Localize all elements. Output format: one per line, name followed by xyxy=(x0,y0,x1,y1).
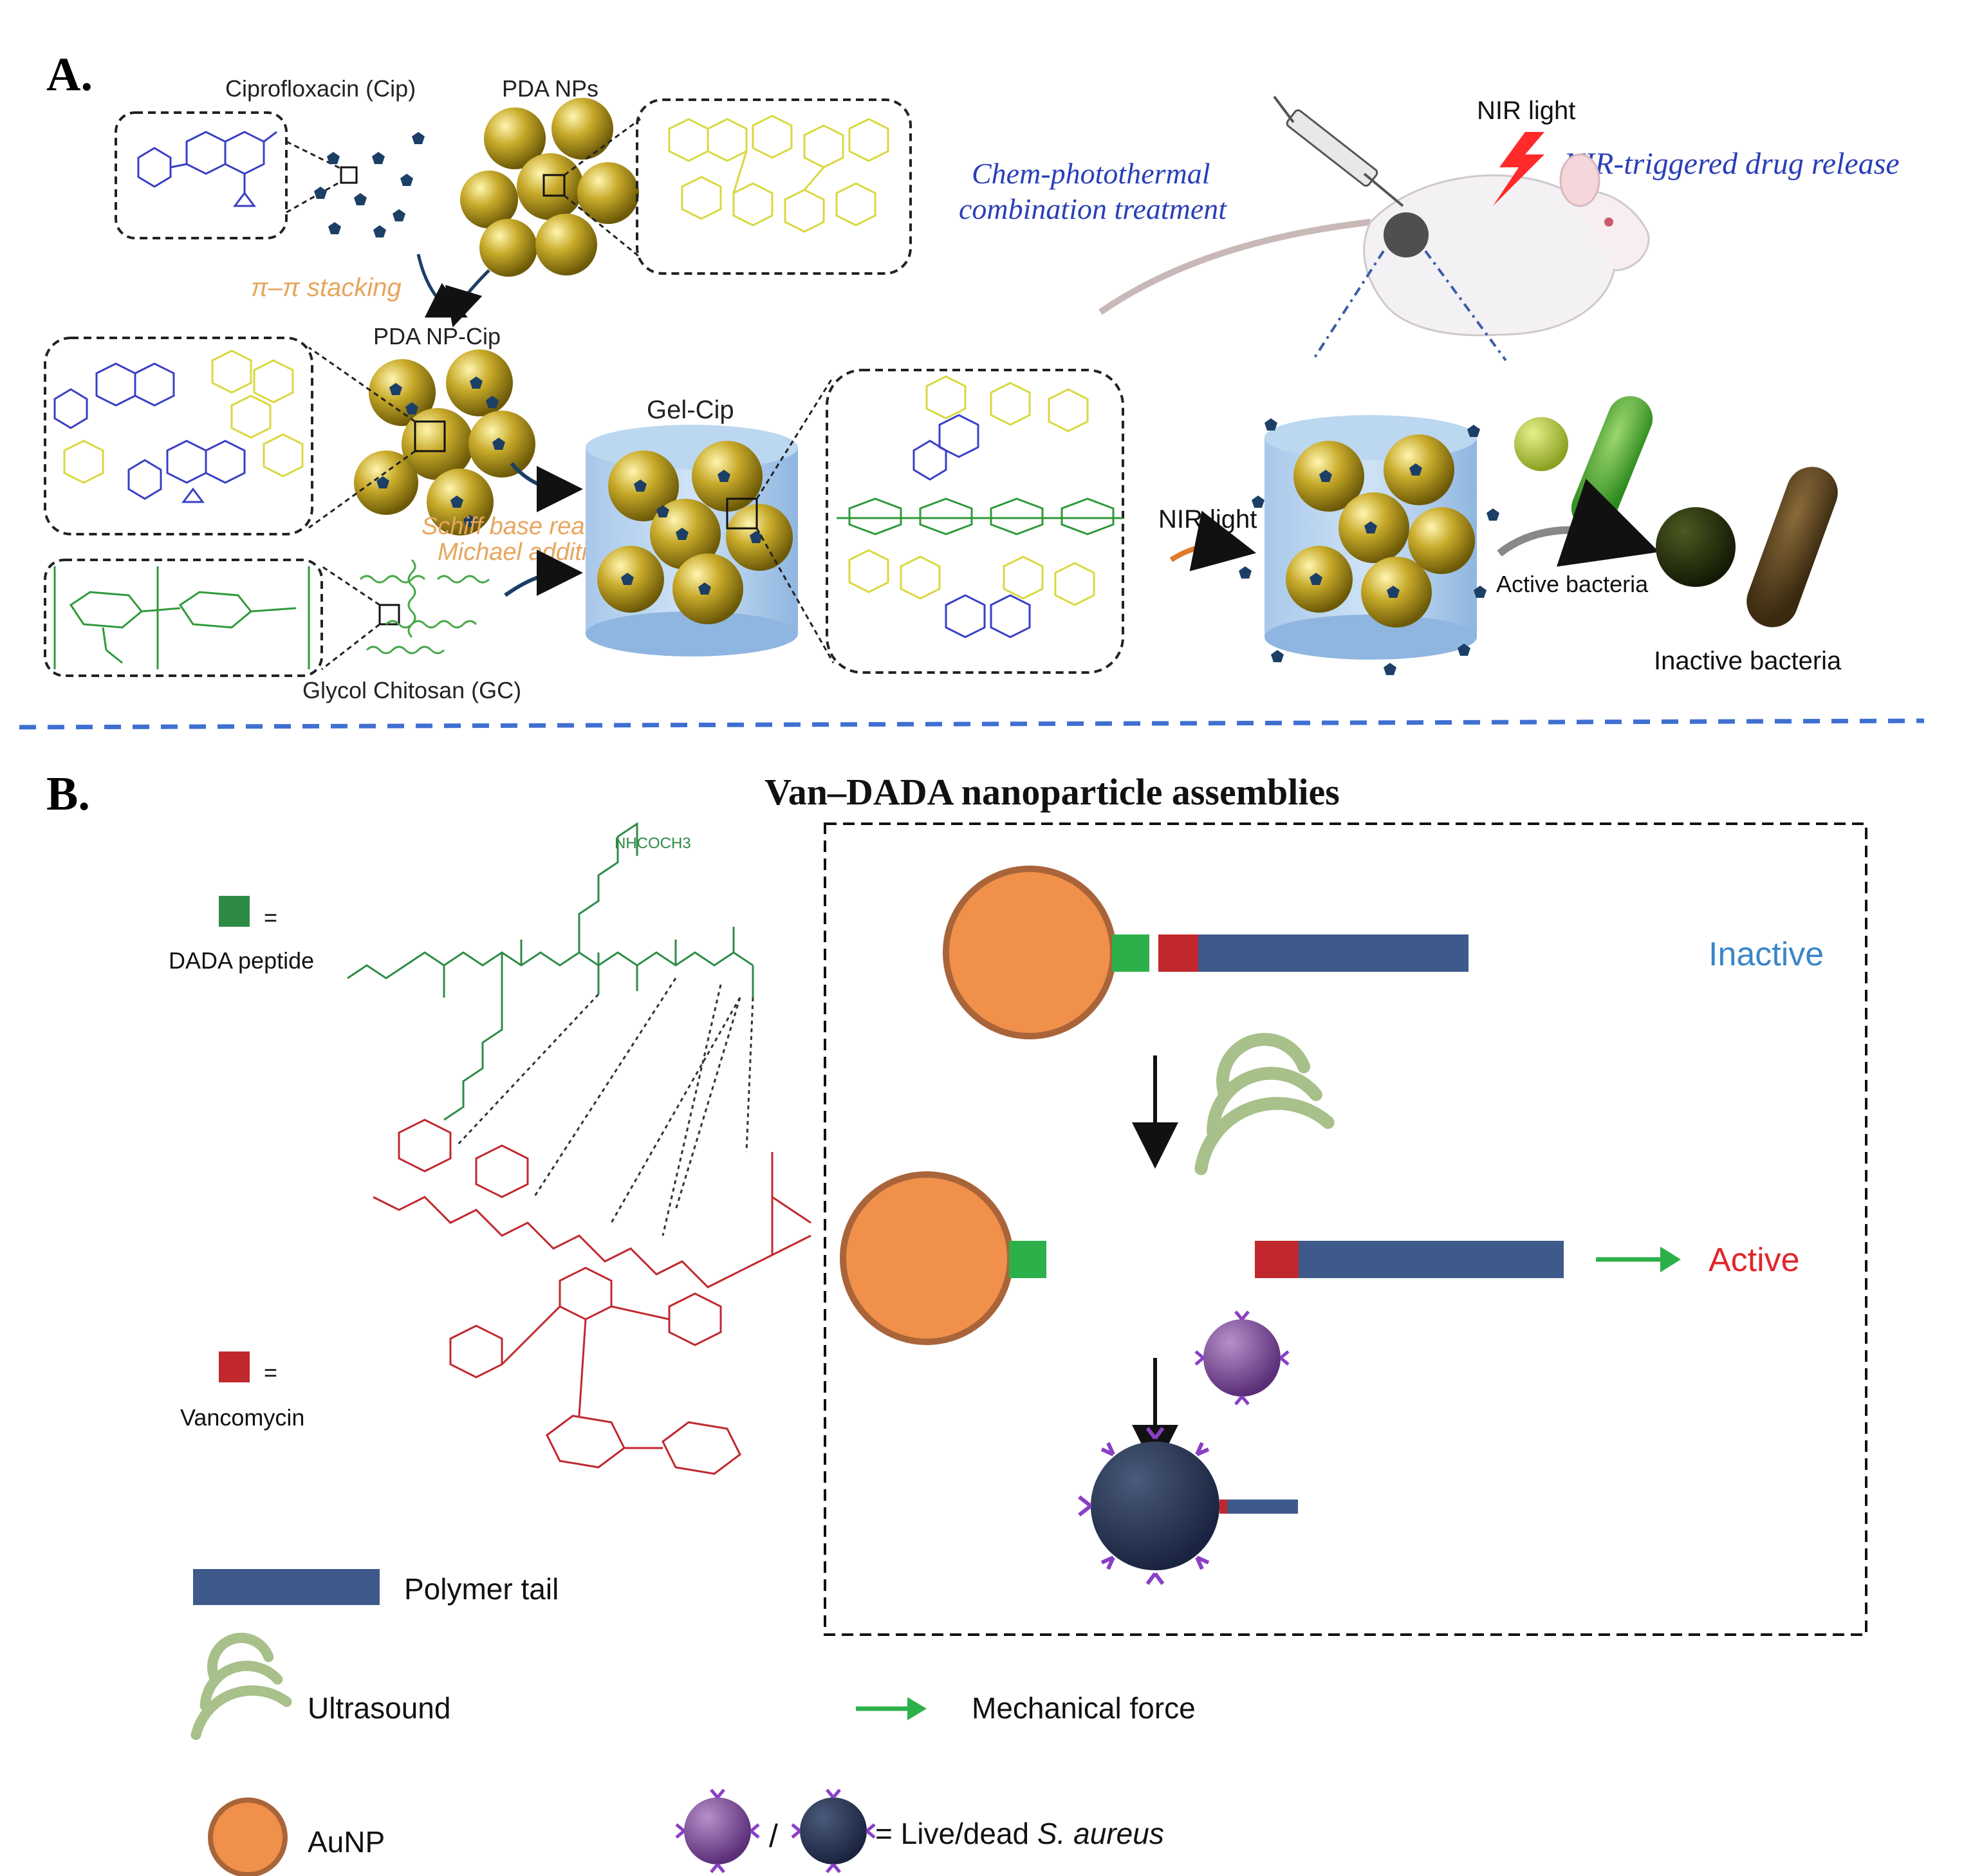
dada-legend-eq: = xyxy=(264,904,277,931)
assembly-dashed-box xyxy=(824,822,1867,1636)
stacking-label: π–π stacking xyxy=(251,274,402,302)
pda-nanoparticles xyxy=(460,98,639,277)
michael-label: Michael addition xyxy=(438,539,615,566)
nhcoch3-label: NHCOCH3 xyxy=(615,835,691,852)
pda-structure-box xyxy=(636,98,912,275)
inactive-bacteria xyxy=(1656,467,1838,627)
active-label: Active xyxy=(1709,1241,1800,1279)
lightning-icon xyxy=(1493,132,1544,206)
inactive-bacteria-label: Inactive bacteria xyxy=(1654,647,1842,675)
polymer-tail-label: Polymer tail xyxy=(404,1572,559,1606)
aunp-legend-icon xyxy=(208,1797,288,1876)
live-dead-label: = Live/dead S. aureus xyxy=(875,1817,1164,1850)
gel-structure-box xyxy=(826,369,1124,674)
cip-label: Ciprofloxacin (Cip) xyxy=(225,75,416,102)
van-legend-label: Vancomycin xyxy=(180,1404,304,1431)
ultrasound-icon xyxy=(1194,1033,1335,1175)
panel-b-letter: B. xyxy=(46,768,90,821)
mechanical-force-label: Mechanical force xyxy=(972,1691,1196,1725)
active-assembly xyxy=(840,1171,1564,1345)
live-legend-icon xyxy=(675,1788,760,1873)
nir-gel-label: NIR light xyxy=(1158,505,1257,534)
gc-structure-box xyxy=(44,559,323,677)
chem-line2: combination treatment xyxy=(959,192,1227,225)
cip-structure-box xyxy=(115,111,288,239)
dada-peptide-structure xyxy=(347,822,754,1121)
van-legend-swatch xyxy=(219,1351,250,1382)
panel-b-title: Van–DADA nanoparticle assemblies xyxy=(764,771,1340,813)
ultrasound-legend-icon xyxy=(190,1633,292,1740)
nir-release-label: NIR-triggered drug release xyxy=(1563,147,1900,181)
chem-line1: Chem-photothermal xyxy=(972,157,1210,190)
panel-a-letter: A. xyxy=(46,48,93,101)
syringe-icon xyxy=(1273,95,1404,207)
gc-label: Glycol Chitosan (GC) xyxy=(302,677,521,703)
gel-cip-cylinder xyxy=(586,425,798,656)
live-dead-slash: / xyxy=(769,1818,778,1854)
pda-label: PDA NPs xyxy=(502,75,598,102)
cip-molecules xyxy=(314,132,425,237)
panel-divider xyxy=(19,718,1925,730)
dada-legend-label: DADA peptide xyxy=(169,947,314,974)
mouse xyxy=(1098,153,1650,337)
dead-bacterium-assembly xyxy=(1078,1427,1298,1585)
pda-cip-structure-box xyxy=(44,337,313,535)
gel-cip-label: Gel-Cip xyxy=(647,396,734,424)
nir-mouse-label: NIR light xyxy=(1477,97,1575,125)
vancomycin-structure xyxy=(373,1119,811,1475)
live-dead-species: S. aureus xyxy=(1037,1817,1164,1850)
pda-np-cip-cluster xyxy=(354,349,535,535)
dead-legend-icon xyxy=(791,1788,876,1873)
live-bacterium-icon xyxy=(1194,1310,1290,1406)
polymer-tail-legend-swatch xyxy=(193,1569,380,1605)
live-dead-prefix: = Live/dead xyxy=(875,1817,1037,1850)
ultrasound-label: Ultrasound xyxy=(308,1691,450,1725)
active-bacteria xyxy=(1514,396,1653,531)
aunp-label: AuNP xyxy=(308,1825,385,1859)
inactive-label: Inactive xyxy=(1709,936,1824,973)
hydrogen-bond-lines xyxy=(456,978,754,1236)
gel-released-cylinder xyxy=(1239,415,1499,675)
gc-chains xyxy=(359,559,490,655)
van-legend-eq: = xyxy=(264,1359,277,1386)
inactive-assembly xyxy=(943,866,1468,1039)
dada-legend-swatch xyxy=(219,896,250,927)
active-bacteria-label: Active bacteria xyxy=(1496,571,1649,597)
pda-cip-label: PDA NP-Cip xyxy=(373,323,501,349)
